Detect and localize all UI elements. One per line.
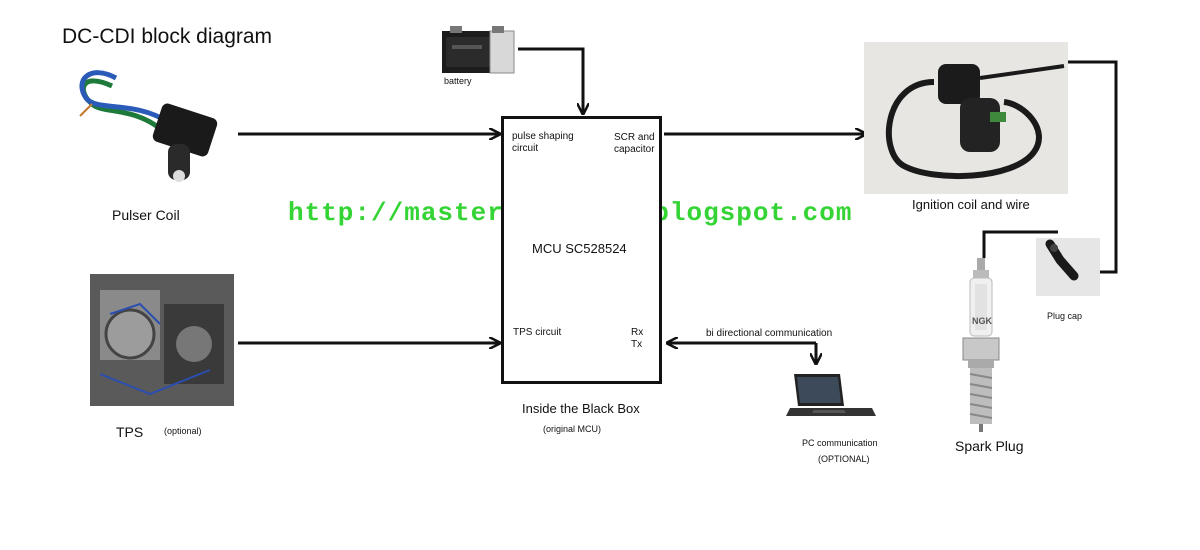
- spark-plug-label: Spark Plug: [955, 438, 1024, 454]
- ignition-coil-image: [864, 42, 1068, 194]
- plug-cap-image: [1036, 238, 1100, 296]
- spark-plug-brand: NGK: [972, 316, 992, 326]
- battery-arrow: [518, 47, 583, 114]
- mcu-caption-note: (original MCU): [543, 424, 602, 434]
- scr-label: SCR and capacitor: [614, 132, 655, 155]
- tps-image: [90, 274, 234, 406]
- spark-plug-image: [946, 254, 1016, 438]
- pulser-coil-label: Pulser Coil: [112, 207, 180, 223]
- cap-wire: [982, 230, 1058, 258]
- plug-cap-label: Plug cap: [1047, 311, 1083, 321]
- mcu-name: MCU SC528524: [532, 241, 627, 256]
- laptop-image: [784, 372, 878, 422]
- tps-label: TPS: [116, 424, 144, 440]
- battery-image: [440, 23, 520, 75]
- pulse-shaping-label: pulse shaping circuit: [512, 131, 574, 154]
- tps-note: (optional): [164, 426, 202, 436]
- mcu-block: [501, 116, 662, 384]
- tx-label: Tx: [631, 339, 643, 350]
- battery-label: battery: [444, 76, 472, 86]
- bidirectional-label: bi directional communication: [706, 328, 833, 339]
- pc-comm-note: (OPTIONAL): [818, 454, 870, 464]
- mcu-caption: Inside the Black Box: [522, 401, 640, 416]
- rx-label: Rx: [631, 327, 644, 338]
- tps-circuit-label: TPS circuit: [513, 327, 562, 338]
- diagram-title: DC-CDI block diagram: [62, 25, 273, 48]
- pulser-coil-image: [72, 60, 234, 192]
- pc-comm-label: PC communication: [802, 438, 878, 448]
- ignition-coil-label: Ignition coil and wire: [912, 197, 1030, 212]
